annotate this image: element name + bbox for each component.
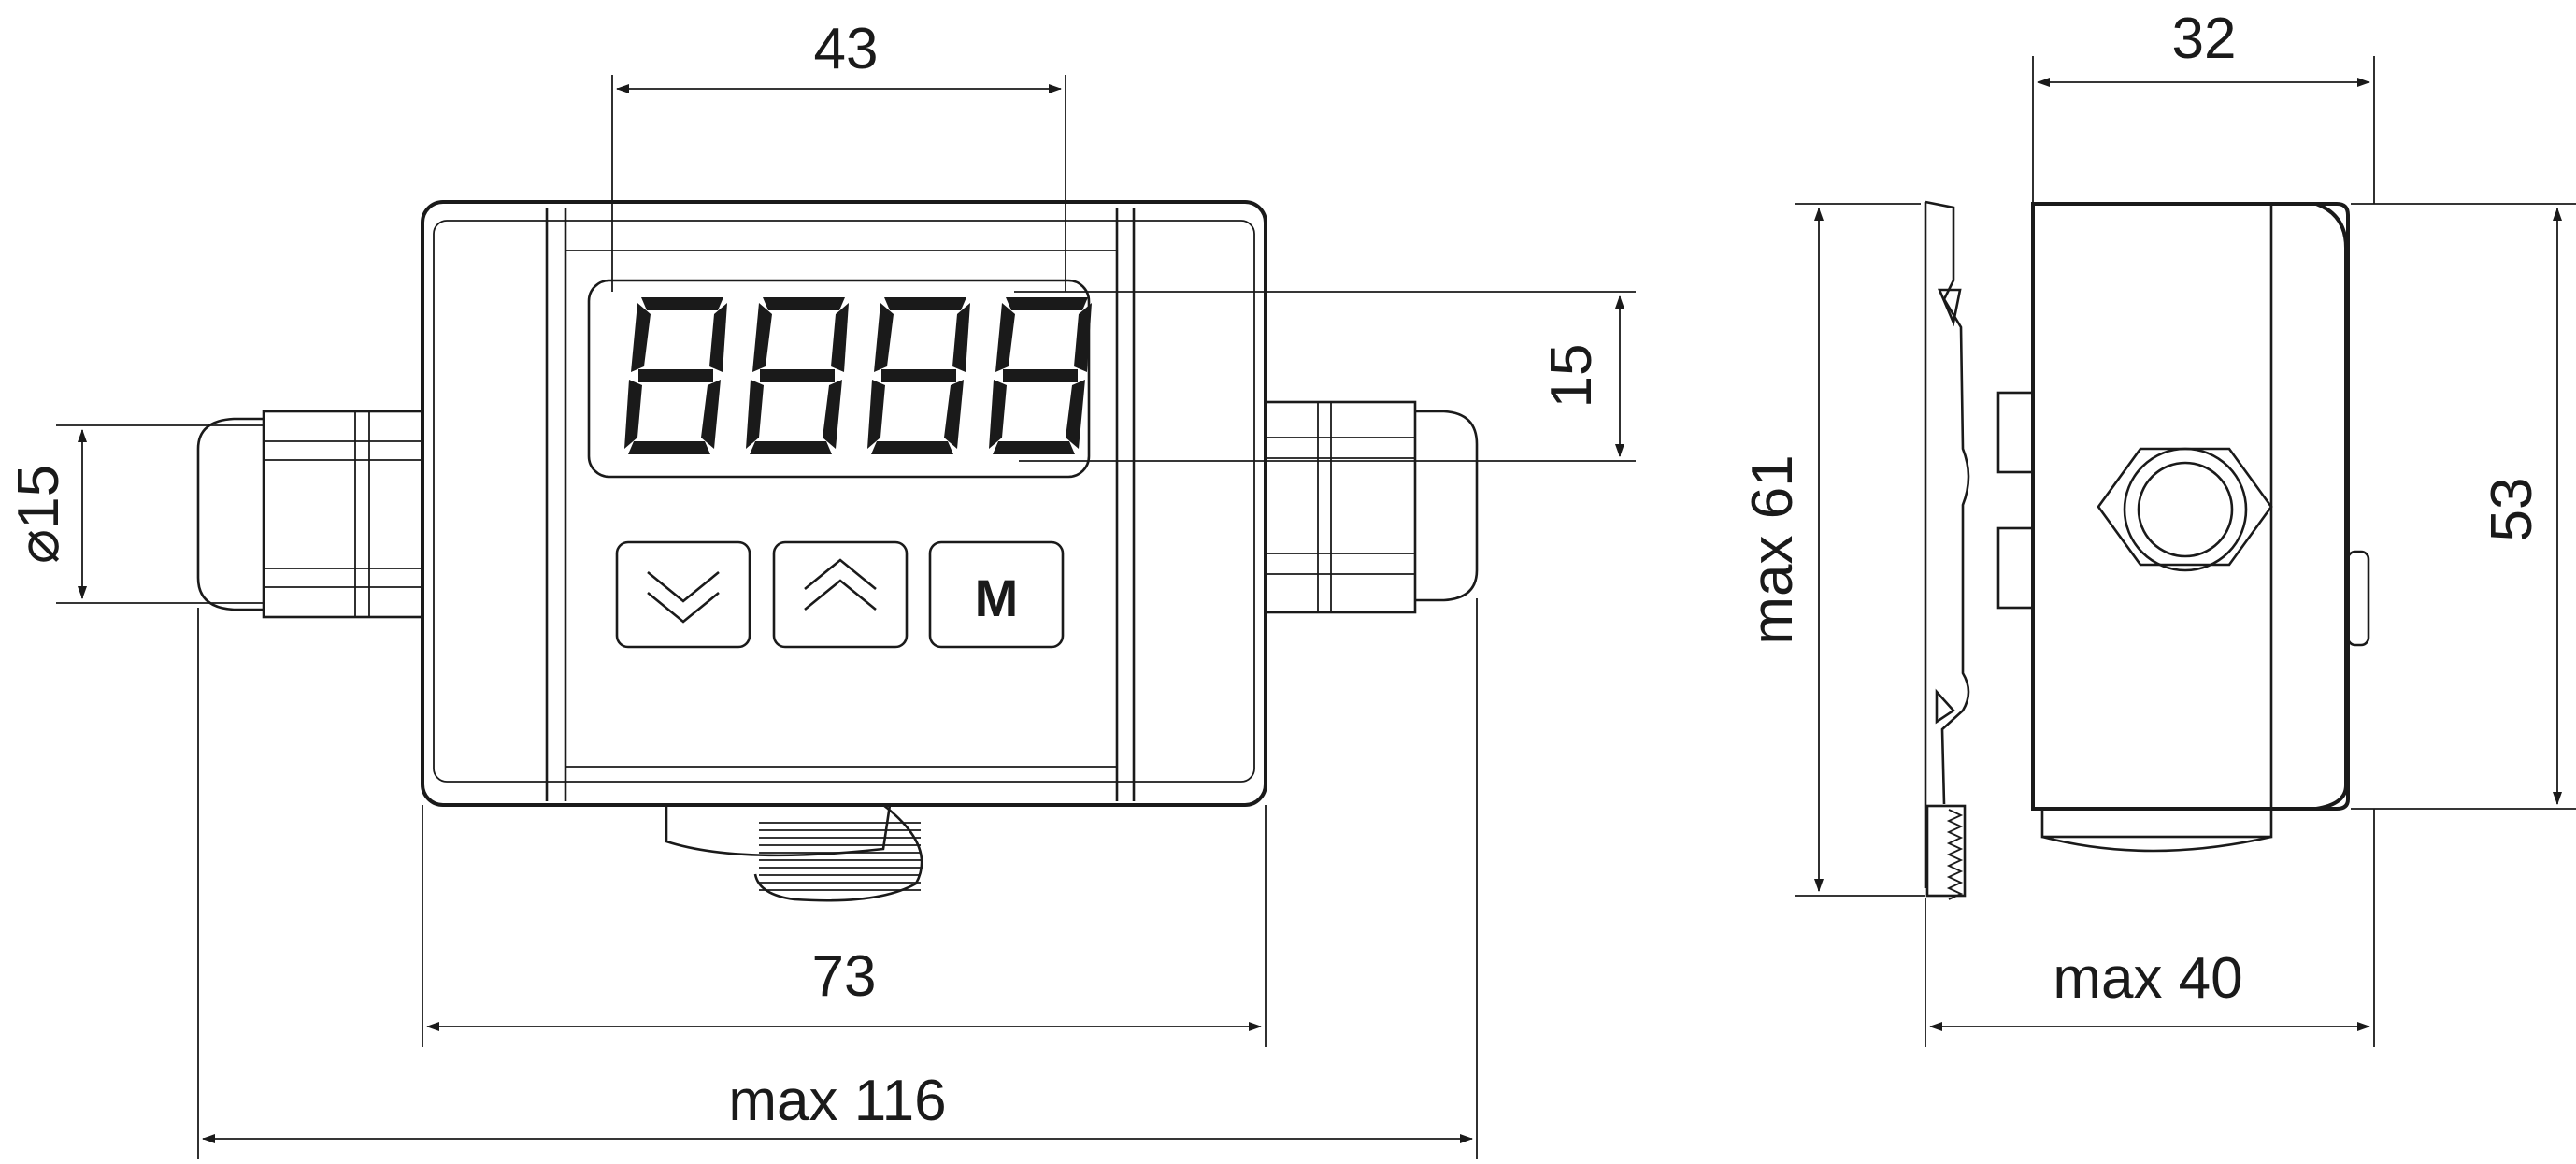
display-segment bbox=[1074, 303, 1092, 372]
dim-overall-height: max 61 bbox=[1740, 454, 1805, 644]
display-segment bbox=[752, 303, 772, 372]
display-digit bbox=[746, 297, 849, 454]
display-segment bbox=[871, 441, 953, 454]
rail-clip-teeth bbox=[1946, 809, 1964, 900]
display-digit bbox=[624, 297, 727, 454]
segment-display bbox=[624, 297, 1092, 454]
dim-gland-diameter: ⌀15 bbox=[7, 465, 71, 564]
dim-display-width: 43 bbox=[814, 17, 879, 81]
dim-overall-depth: max 40 bbox=[2053, 946, 2242, 1011]
display-segment bbox=[989, 380, 1007, 449]
display-segment bbox=[867, 380, 885, 449]
dim-depth: 32 bbox=[2172, 7, 2237, 71]
display-segment bbox=[624, 380, 642, 449]
display-segment bbox=[746, 380, 764, 449]
dim-housing-height: 53 bbox=[2480, 478, 2544, 542]
display-segment bbox=[944, 380, 964, 449]
display-segment bbox=[1066, 380, 1085, 449]
knurl-hatching bbox=[759, 822, 921, 891]
display-segment bbox=[750, 441, 832, 454]
front-view: M bbox=[7, 17, 1636, 1159]
din-clip bbox=[665, 803, 923, 902]
display-segment bbox=[831, 303, 849, 372]
left-cable-gland bbox=[196, 410, 424, 619]
display-segment bbox=[709, 303, 727, 372]
display-segment bbox=[1003, 369, 1078, 382]
display-segment bbox=[760, 369, 835, 382]
display-segment bbox=[628, 441, 710, 454]
display-segment bbox=[884, 297, 966, 310]
chevron-down-icon bbox=[647, 570, 720, 624]
display-digit bbox=[989, 297, 1092, 454]
chevron-up-icon bbox=[804, 558, 877, 611]
side-view: 32 max 61 53 max 40 bbox=[1740, 7, 2576, 1047]
display-segment bbox=[952, 303, 970, 372]
display-segment bbox=[631, 303, 651, 372]
display-digit bbox=[867, 297, 970, 454]
display-segment bbox=[881, 369, 956, 382]
display-segment bbox=[638, 369, 713, 382]
display-segment bbox=[701, 380, 721, 449]
display-segment bbox=[823, 380, 842, 449]
display-segment bbox=[1006, 297, 1088, 310]
teeth-profile bbox=[1946, 809, 1964, 900]
display-segment bbox=[641, 297, 723, 310]
display-segment bbox=[874, 303, 894, 372]
mode-button[interactable]: M bbox=[928, 540, 1065, 649]
display-window bbox=[587, 279, 1091, 479]
dim-housing-width: 73 bbox=[812, 944, 877, 1009]
mode-button-label: M bbox=[975, 568, 1019, 627]
dim-display-height: 15 bbox=[1539, 344, 1604, 409]
down-button[interactable] bbox=[615, 540, 751, 649]
display-segment bbox=[995, 303, 1015, 372]
up-button[interactable] bbox=[772, 540, 909, 649]
display-segment bbox=[993, 441, 1075, 454]
right-cable-gland bbox=[1264, 400, 1479, 614]
dim-overall-width: max 116 bbox=[728, 1069, 946, 1133]
hex-nut bbox=[2097, 447, 2273, 572]
display-segment bbox=[763, 297, 845, 310]
